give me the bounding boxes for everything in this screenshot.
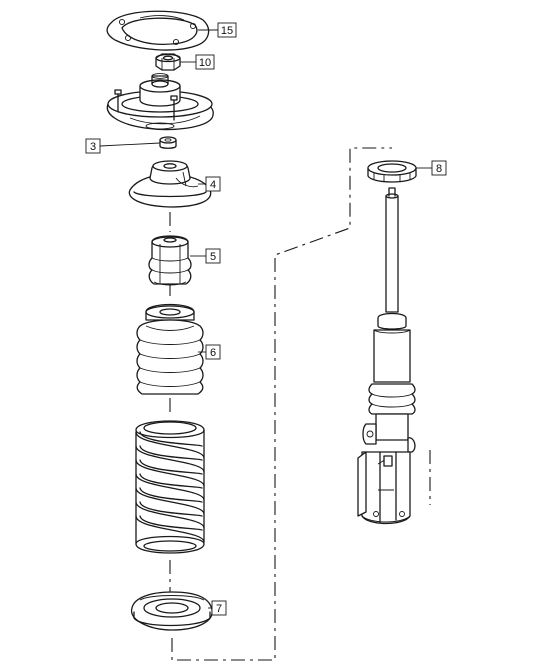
callout-4-text: 4	[210, 179, 216, 191]
strut-top-mount	[106, 73, 214, 131]
part-15-gasket	[106, 10, 210, 51]
part-5-bump-stop	[148, 235, 192, 286]
part-6-dust-boot	[136, 303, 204, 395]
callout-5-text: 5	[210, 251, 216, 263]
callout-10: 10	[195, 54, 215, 70]
coil-spring	[135, 420, 205, 554]
callout-3-text: 3	[90, 141, 96, 153]
callout-leaders	[99, 29, 432, 609]
callout-3: 3	[85, 138, 101, 154]
part-4-spring-plate	[128, 160, 212, 208]
part-7-lower-seat	[131, 591, 213, 631]
callout-10-text: 10	[199, 57, 211, 69]
callout-4: 4	[205, 176, 221, 192]
callout-15-text: 15	[221, 25, 233, 37]
callout-8-text: 8	[436, 163, 442, 175]
callout-7: 7	[211, 600, 227, 616]
callout-6: 6	[205, 344, 221, 360]
callout-5: 5	[205, 248, 221, 264]
callout-7-text: 7	[216, 603, 222, 615]
part-8-ring-nut	[367, 160, 417, 183]
callout-8: 8	[431, 160, 447, 176]
shock-absorber	[357, 187, 416, 525]
part-3-washer	[159, 136, 177, 149]
part-10-nut	[155, 53, 181, 71]
callout-15: 15	[217, 22, 237, 38]
callout-6-text: 6	[210, 347, 216, 359]
